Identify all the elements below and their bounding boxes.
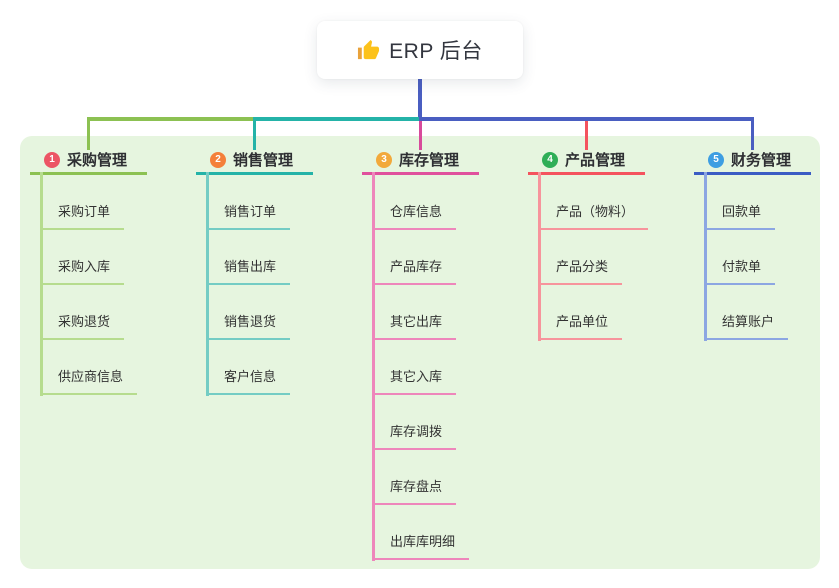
child-node[interactable]: 产品（物料）	[538, 202, 649, 230]
branch-drop-line-4	[585, 121, 588, 150]
branch-drop-line-1	[87, 117, 90, 150]
child-node[interactable]: 库存盘点	[372, 477, 457, 505]
child-node[interactable]: 产品分类	[538, 257, 623, 285]
branch-3: 3 库存管理仓库信息产品库存其它出库其它入库库存调拨库存盘点出库库明细	[362, 147, 479, 561]
child-node[interactable]: 供应商信息	[40, 367, 138, 395]
bus-line-left	[87, 117, 253, 121]
child-node[interactable]: 其它出库	[372, 312, 457, 340]
root-node[interactable]: ERP 后台	[317, 21, 523, 79]
child-node[interactable]: 销售退货	[206, 312, 291, 340]
branch-drop-line-2	[253, 121, 256, 150]
child-node[interactable]: 仓库信息	[372, 202, 457, 230]
branch-node-4[interactable]: 4 产品管理	[528, 147, 645, 175]
branch-1: 1 采购管理采购订单采购入库采购退货供应商信息	[30, 147, 147, 396]
branch-label: 采购管理	[67, 152, 128, 169]
branch-5: 5 财务管理回款单付款单结算账户	[694, 147, 811, 341]
branch-label: 库存管理	[399, 152, 460, 169]
child-node[interactable]: 销售出库	[206, 257, 291, 285]
branch-child-spine	[704, 172, 707, 341]
branch-4: 4 产品管理产品（物料） 产品分类产品单位	[528, 147, 649, 341]
branch-number-badge: 2	[210, 151, 226, 168]
thumbs-up-icon	[357, 39, 380, 62]
child-node[interactable]: 回款单	[704, 202, 776, 230]
branch-node-2[interactable]: 2 销售管理	[196, 147, 313, 175]
branch-node-5[interactable]: 5 财务管理	[694, 147, 811, 175]
branch-label: 财务管理	[731, 152, 792, 169]
child-node[interactable]: 销售订单	[206, 202, 291, 230]
branches-background-panel	[20, 136, 820, 569]
branch-number-badge: 1	[44, 151, 60, 168]
child-node[interactable]: 产品单位	[538, 312, 623, 340]
branch-node-1[interactable]: 1 采购管理	[30, 147, 147, 175]
branch-2: 2 销售管理销售订单销售出库销售退货客户信息	[196, 147, 313, 396]
branch-label: 产品管理	[565, 152, 626, 169]
child-node[interactable]: 采购入库	[40, 257, 125, 285]
child-node[interactable]: 客户信息	[206, 367, 291, 395]
branch-label: 销售管理	[233, 152, 294, 169]
branch-drop-line-3	[419, 121, 422, 150]
branch-number-badge: 3	[376, 151, 392, 168]
bus-line-right	[419, 117, 754, 121]
child-node[interactable]: 其它入库	[372, 367, 457, 395]
root-connector-line	[418, 79, 422, 121]
branch-number-badge: 5	[708, 151, 724, 168]
branch-child-spine	[538, 172, 541, 341]
child-node[interactable]: 采购订单	[40, 202, 125, 230]
child-node[interactable]: 库存调拨	[372, 422, 457, 450]
branch-number-badge: 4	[542, 151, 558, 168]
bus-line-mid	[253, 117, 419, 121]
child-node[interactable]: 采购退货	[40, 312, 125, 340]
child-node[interactable]: 付款单	[704, 257, 776, 285]
child-node[interactable]: 产品库存	[372, 257, 457, 285]
child-node[interactable]: 出库库明细	[372, 532, 470, 560]
branch-drop-line-5	[751, 117, 754, 150]
child-node[interactable]: 结算账户	[704, 312, 789, 340]
branch-child-spine	[372, 172, 375, 561]
root-title: ERP 后台	[389, 40, 483, 63]
branch-node-3[interactable]: 3 库存管理	[362, 147, 479, 175]
